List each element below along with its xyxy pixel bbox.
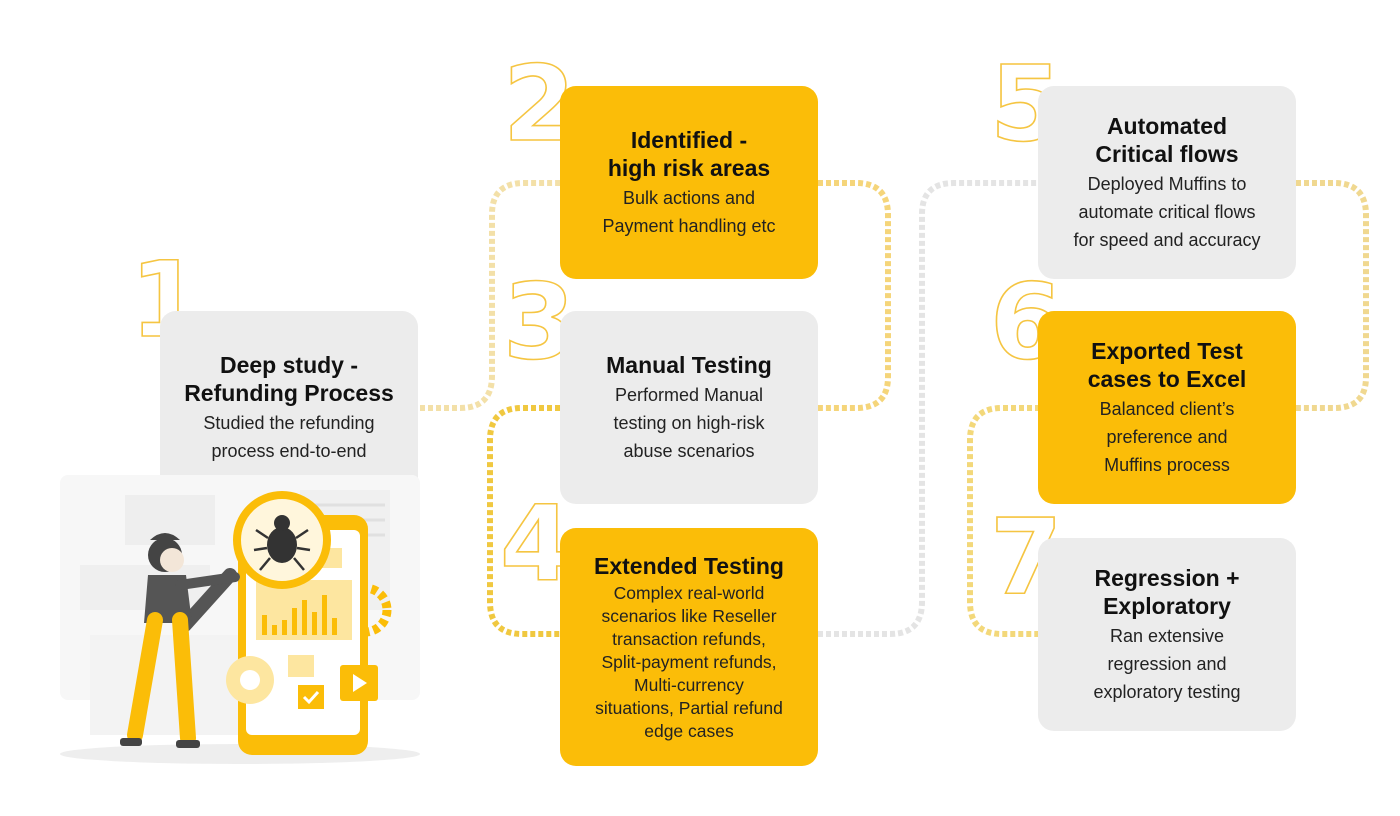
step-desc-line: Complex real-world	[613, 582, 765, 603]
step-title-2b: high risk areas	[607, 154, 771, 181]
step-desc-line: Deployed Muffins to	[1087, 173, 1247, 194]
step-desc-line: exploratory testing	[1093, 681, 1241, 702]
connector-6-7	[967, 405, 1040, 637]
connector-5-6	[1296, 180, 1369, 411]
step-title-7b: Exploratory	[1103, 592, 1231, 619]
step-desc-line: preference and	[1106, 426, 1228, 447]
step-card-3: Manual Testing Performed Manual testing …	[560, 311, 818, 504]
step-card-6: Exported Test cases to Excel Balanced cl…	[1038, 311, 1296, 504]
step-title-3: Manual Testing	[606, 351, 772, 378]
step-desc-line: Performed Manual	[614, 384, 764, 405]
step-title-6a: Exported Test	[1091, 337, 1243, 364]
step-desc-line: regression and	[1107, 653, 1227, 674]
step-desc-1: Studied the refunding process end-to-end	[203, 409, 374, 465]
step-desc-line: Studied the refunding	[203, 412, 375, 433]
connector-1-2	[420, 180, 560, 411]
step-title-1a: Deep study -	[219, 351, 359, 378]
step-title-7a: Regression +	[1094, 564, 1240, 591]
step-desc-line: edge cases	[644, 720, 734, 741]
step-desc-line: scenarios like Reseller	[601, 605, 777, 626]
step-card-4: Extended Testing Complex real-world scen…	[560, 528, 818, 766]
step-desc-line: Payment handling etc	[602, 215, 776, 236]
step-desc-line: testing on high-risk	[613, 412, 765, 433]
step-title-5b: Critical flows	[1095, 140, 1239, 167]
connector-3-4	[487, 405, 560, 637]
step-title-4: Extended Testing	[594, 552, 784, 579]
step-card-5: Automated Critical flows Deployed Muffin…	[1038, 86, 1296, 279]
step-desc-line: Muffins process	[1104, 454, 1230, 475]
step-desc-7: Ran extensive regression and exploratory…	[1093, 622, 1240, 706]
step-desc-line: situations, Partial refund	[595, 697, 783, 718]
step-desc-4: Complex real-world scenarios like Resell…	[595, 582, 783, 743]
step-desc-line: abuse scenarios	[623, 440, 755, 461]
step-desc-line: transaction refunds,	[612, 628, 766, 649]
step-desc-line: automate critical flows	[1078, 201, 1256, 222]
step-desc-line: process end-to-end	[211, 440, 367, 461]
step-desc-line: Multi-currency	[634, 674, 744, 695]
step-desc-line: Balanced client’s	[1099, 398, 1235, 419]
step-desc-5: Deployed Muffins to automate critical fl…	[1073, 170, 1260, 254]
step-title-2a: Identified -	[630, 126, 748, 153]
step-card-2: Identified - high risk areas Bulk action…	[560, 86, 818, 279]
connector-4-5	[818, 180, 1040, 637]
connector-2-3	[818, 180, 891, 411]
step-card-7: Regression + Exploratory Ran extensive r…	[1038, 538, 1296, 731]
step-desc-line: for speed and accuracy	[1073, 229, 1261, 250]
step-desc-2: Bulk actions and Payment handling etc	[602, 184, 775, 240]
step-desc-6: Balanced client’s preference and Muffins…	[1100, 395, 1235, 479]
tester-with-magnifier-bug-icon	[60, 475, 420, 764]
step-title-1b: Refunding Process	[184, 379, 394, 406]
step-title-5a: Automated	[1106, 112, 1228, 139]
step-desc-line: Split-payment refunds,	[601, 651, 777, 672]
step-desc-3: Performed Manual testing on high-risk ab…	[613, 381, 764, 465]
step-card-1: Deep study - Refunding Process Studied t…	[160, 311, 418, 504]
step-desc-line: Bulk actions and	[622, 187, 756, 208]
step-title-6b: cases to Excel	[1087, 365, 1247, 392]
step-desc-line: Ran extensive	[1109, 625, 1225, 646]
